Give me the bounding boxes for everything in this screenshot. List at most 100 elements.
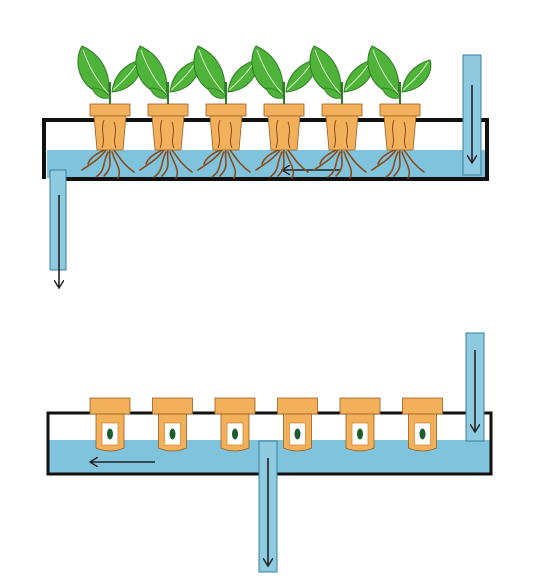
top-channel-frame — [42, 118, 489, 181]
leaf-vein — [198, 49, 225, 94]
leaf-vein — [82, 49, 109, 94]
net-pot — [89, 397, 131, 452]
leaf-vein — [402, 61, 429, 91]
pot-rim — [89, 103, 131, 117]
root — [285, 151, 295, 179]
plant — [135, 45, 200, 179]
leaf-vein — [256, 49, 283, 94]
root — [377, 149, 395, 165]
pot-roots — [391, 119, 407, 149]
plant-roots — [197, 149, 251, 179]
root — [103, 149, 111, 177]
leaf-small — [149, 87, 169, 99]
root — [371, 149, 397, 171]
root — [161, 149, 169, 177]
plant — [251, 45, 316, 179]
pot-rim — [379, 103, 421, 117]
seed — [357, 428, 363, 440]
pot-body — [209, 115, 243, 151]
seed — [294, 428, 301, 440]
root — [203, 149, 221, 165]
plant-roots — [255, 149, 309, 179]
root — [169, 151, 179, 179]
root — [327, 151, 341, 178]
pot-roots — [275, 119, 291, 149]
leaf-small — [323, 87, 343, 99]
seed — [107, 428, 113, 440]
root — [229, 149, 251, 173]
root — [113, 149, 135, 173]
pot-body — [383, 115, 417, 151]
root — [111, 151, 121, 179]
leaf-small — [91, 87, 111, 99]
root — [197, 149, 223, 171]
leaf-vein — [314, 49, 341, 94]
seed — [232, 428, 238, 440]
root — [345, 149, 367, 173]
top-outlet-pipe — [49, 169, 67, 271]
root — [401, 151, 411, 179]
net-pot-rim — [402, 397, 443, 415]
pot-body — [93, 115, 127, 151]
pot-body — [151, 115, 185, 151]
pot-roots — [101, 119, 117, 149]
net-pot — [152, 397, 193, 452]
top-plants — [77, 45, 432, 179]
pot-body — [325, 115, 359, 151]
plant — [367, 45, 432, 179]
plant — [309, 45, 374, 179]
net-pot-rim — [214, 397, 256, 415]
root — [219, 149, 227, 177]
root — [269, 151, 283, 178]
root — [277, 149, 285, 177]
net-pot-rim — [277, 397, 318, 415]
net-pot — [214, 397, 256, 452]
pot-roots — [333, 119, 349, 149]
root — [255, 149, 281, 171]
top-system — [42, 45, 489, 288]
net-pot — [277, 397, 318, 452]
pot-roots — [217, 119, 233, 149]
root — [87, 149, 105, 165]
root — [145, 149, 163, 165]
root — [227, 151, 237, 179]
root — [319, 149, 337, 165]
root — [171, 149, 193, 173]
pot-rim — [263, 103, 305, 117]
bottom-pots — [89, 397, 443, 452]
net-pot — [339, 397, 381, 452]
leaf-small — [207, 87, 227, 99]
pot-rim — [321, 103, 363, 117]
root — [393, 149, 401, 177]
root — [261, 149, 279, 165]
root — [335, 149, 343, 177]
plant-roots — [371, 149, 425, 179]
root — [343, 151, 353, 179]
pot-roots — [159, 119, 175, 149]
root — [403, 149, 425, 173]
root — [287, 149, 309, 173]
root — [385, 151, 399, 178]
pot-rim — [147, 103, 189, 117]
root — [81, 149, 107, 171]
net-pot-rim — [339, 397, 381, 415]
leaf-small — [381, 87, 401, 99]
net-pot-rim — [89, 397, 131, 415]
plant-roots — [139, 149, 193, 179]
seed — [419, 428, 426, 440]
plant-roots — [313, 149, 367, 179]
leaf-vein — [372, 49, 399, 94]
bottom-system — [46, 332, 493, 573]
root — [95, 151, 109, 178]
plant — [77, 45, 142, 179]
leaf-vein — [140, 49, 167, 94]
pot-body — [267, 115, 301, 151]
root — [211, 151, 225, 178]
plant-roots — [81, 149, 135, 179]
root — [153, 151, 167, 178]
seed — [169, 428, 176, 440]
leaf-small — [265, 87, 285, 99]
net-pot — [402, 397, 443, 452]
root — [139, 149, 165, 171]
